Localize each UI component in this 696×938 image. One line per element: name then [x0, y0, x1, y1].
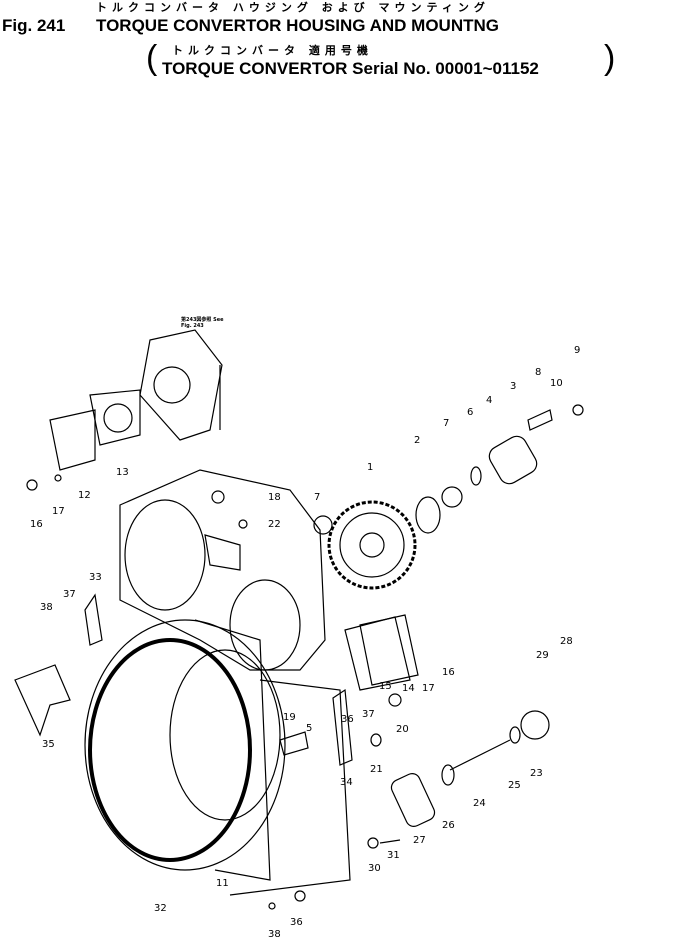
o-ring-21	[370, 733, 382, 747]
callout-19: 19	[283, 712, 296, 723]
flywheel-housing	[84, 619, 286, 881]
callout-14: 14	[402, 683, 415, 694]
washer-38	[268, 902, 276, 910]
plate-19	[279, 731, 309, 756]
callout-3: 3	[510, 381, 516, 392]
bolt-16	[26, 479, 38, 491]
callout-11: 11	[216, 878, 229, 889]
callout-32: 32	[154, 903, 167, 914]
callout-5: 5	[306, 723, 312, 734]
callout-8: 8	[535, 367, 541, 378]
callout-17: 17	[52, 506, 65, 517]
callout-labels: 9 8 10 3 4 6 7 2 1 18 22 7 13 12 17 16 3…	[30, 345, 580, 938]
thrust-washer-7	[313, 515, 333, 535]
callout-20: 20	[396, 724, 409, 735]
subtitle-japanese: トルクコンバータ 適用号機	[172, 44, 373, 57]
seal-25	[509, 726, 521, 744]
plug-20	[388, 693, 402, 707]
callout-13: 13	[116, 467, 129, 478]
callout-24: 24	[473, 798, 486, 809]
callout-7: 7	[443, 418, 449, 429]
callout-30: 28	[560, 636, 573, 647]
o-ring-6	[470, 466, 482, 486]
callout-22: 22	[268, 519, 281, 530]
callout-4: 4	[486, 395, 492, 406]
figure-label: Fig. 241	[2, 16, 66, 35]
callout-38: 38	[40, 602, 53, 613]
pin-29	[379, 839, 401, 844]
elbow-18	[211, 490, 225, 504]
callout-37b: 37	[362, 709, 375, 720]
nut-22	[238, 519, 248, 529]
callout-18: 18	[268, 492, 281, 503]
callout-26: 26	[442, 820, 455, 831]
gasket-14	[359, 614, 419, 686]
bracket-33	[84, 593, 103, 646]
callout-36b: 36	[290, 917, 303, 928]
callout-25: 25	[508, 780, 521, 791]
callout-27: 27	[413, 835, 426, 846]
upper-cover-assembly	[49, 329, 223, 471]
callout-12: 12	[78, 490, 91, 501]
callout-36: 36	[341, 714, 354, 725]
gear-part-1	[327, 500, 417, 590]
nut-28	[367, 837, 379, 849]
bracket-34	[332, 688, 353, 766]
callout-29: 31	[387, 850, 400, 861]
left-parenthesis: (	[146, 39, 158, 77]
subtitle: TORQUE CONVERTOR Serial No. 00001~01152	[162, 59, 539, 78]
callout-10: 10	[550, 378, 563, 389]
callout-35: 35	[42, 739, 55, 750]
o-ring-26	[441, 764, 455, 786]
bracket-35	[14, 664, 71, 737]
cap-23	[520, 710, 550, 740]
bolt-9	[572, 404, 584, 416]
callout-33: 33	[89, 572, 102, 583]
callout-1: 1	[367, 462, 373, 473]
callout-31: 29	[536, 650, 549, 661]
callout-6: 6	[467, 407, 473, 418]
callout-16b: 16	[442, 667, 455, 678]
plate-8	[527, 409, 553, 431]
callout-7b: 7	[314, 492, 320, 503]
callout-17b: 17	[422, 683, 435, 694]
callout-37: 37	[63, 589, 76, 600]
callout-38b: 38	[268, 929, 281, 938]
callout-21: 21	[370, 764, 383, 775]
callout-9: 9	[574, 345, 580, 356]
title-japanese: トルクコンバータ ハウジング および マウンティング	[96, 1, 490, 14]
thrust-washer-7b	[441, 486, 463, 508]
callout-15: 15	[379, 681, 392, 692]
washer-17	[54, 474, 62, 482]
filter-element-27	[390, 773, 436, 827]
callout-2: 2	[414, 435, 420, 446]
reference-note: 第243図参照 See Fig. 243	[181, 317, 224, 329]
bolt-36	[294, 890, 306, 902]
callout-28: 30	[368, 863, 381, 874]
bearing-2	[415, 496, 441, 534]
callout-23: 23	[530, 768, 543, 779]
shaft-24	[449, 739, 511, 771]
callout-34: 34	[340, 777, 353, 788]
shaft-3	[488, 435, 538, 485]
callout-16: 16	[30, 519, 43, 530]
page-title: TORQUE CONVERTOR HOUSING AND MOUNTNG	[96, 16, 499, 35]
right-parenthesis: )	[604, 39, 616, 77]
